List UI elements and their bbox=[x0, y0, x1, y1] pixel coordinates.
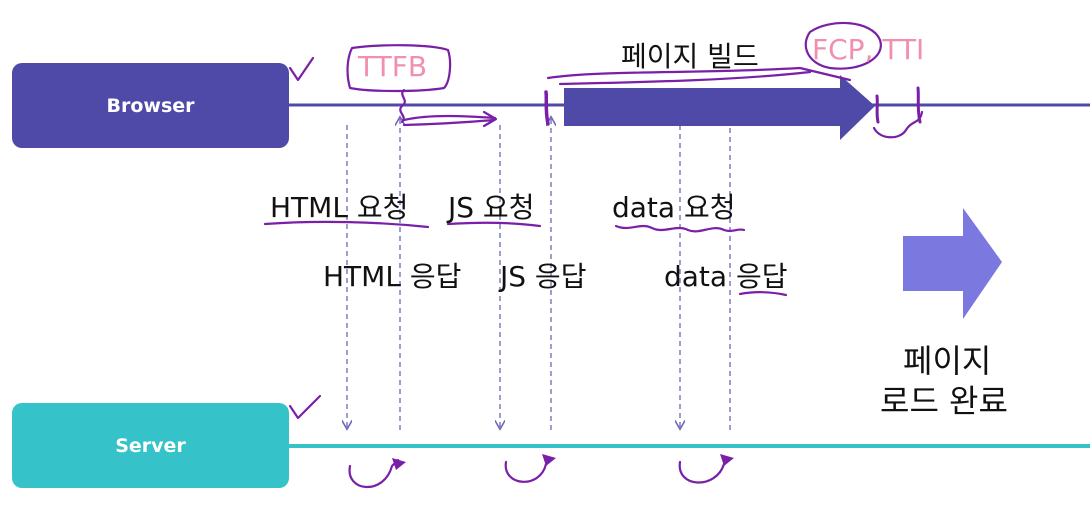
ttfb-arrow-scribble bbox=[402, 110, 498, 128]
html-server-loop bbox=[348, 458, 400, 489]
data-response-label: data 응답 bbox=[664, 260, 788, 293]
browser-label: Browser bbox=[106, 94, 195, 117]
browser-checkmark bbox=[288, 56, 315, 82]
fcp-tick bbox=[875, 94, 880, 124]
fcp-tti-loop bbox=[872, 110, 924, 139]
js-request-label: JS 요청 bbox=[448, 191, 535, 224]
data-request-label: data 요청 bbox=[612, 191, 736, 224]
page-load-line1: 페이지 bbox=[903, 342, 992, 380]
js-request-underline bbox=[446, 221, 542, 228]
html-request-label: HTML 요청 bbox=[270, 191, 409, 224]
ttfb-box bbox=[346, 44, 452, 93]
js-server-loop bbox=[504, 456, 554, 483]
page-build-scribble bbox=[546, 66, 852, 86]
html-request-underline bbox=[263, 220, 430, 229]
server-label: Server bbox=[115, 434, 186, 457]
build-tick-1 bbox=[544, 90, 550, 126]
fcp-tti-label: FCP, TTI bbox=[812, 33, 925, 66]
page-load-line2: 로드 완료 bbox=[880, 382, 1008, 420]
page-load-arrow bbox=[903, 208, 1002, 319]
page-build-label: 페이지 빌드 bbox=[621, 40, 759, 73]
data-response-underline bbox=[738, 291, 788, 297]
data-server-loop bbox=[678, 456, 732, 484]
fcp-circle bbox=[804, 21, 882, 70]
ttfb-label: TTFB bbox=[358, 50, 428, 83]
js-response-label: JS 응답 bbox=[500, 260, 587, 293]
ttfb-squiggle bbox=[399, 88, 406, 124]
page-build-arrow bbox=[564, 75, 875, 140]
html-response-label: HTML 응답 bbox=[323, 260, 462, 293]
server-lane: Server bbox=[12, 403, 289, 488]
browser-lane: Browser bbox=[12, 63, 289, 148]
server-checkmark bbox=[288, 394, 322, 420]
data-request-underline bbox=[614, 224, 746, 233]
